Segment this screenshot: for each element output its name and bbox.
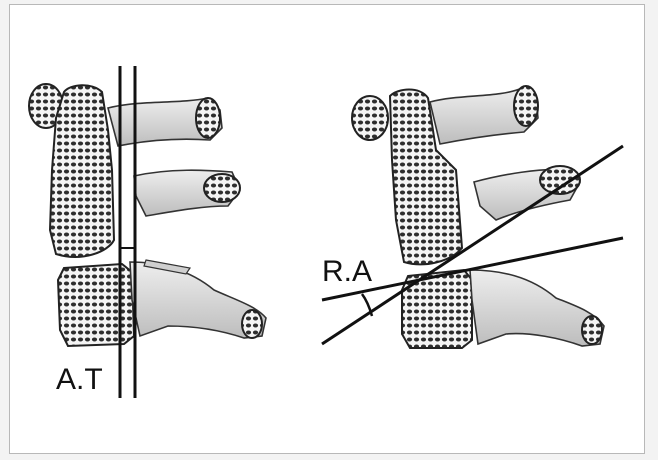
right-lower-process-tip [582, 316, 602, 344]
left-upper-process-tip [196, 98, 220, 138]
left-upper-vertebral-body [50, 85, 114, 257]
right-upper-process-tip [514, 86, 538, 126]
left-vertebrae-group [29, 84, 266, 346]
right-vertebrae-group [352, 86, 604, 348]
left-lower-vertebral-body [58, 264, 134, 346]
left-lower-process-tip [242, 310, 262, 338]
ra-label: R.A [322, 257, 372, 287]
at-label: A.T [56, 365, 103, 395]
right-upper-facet [352, 96, 388, 140]
left-middle-process-tip [204, 174, 240, 202]
